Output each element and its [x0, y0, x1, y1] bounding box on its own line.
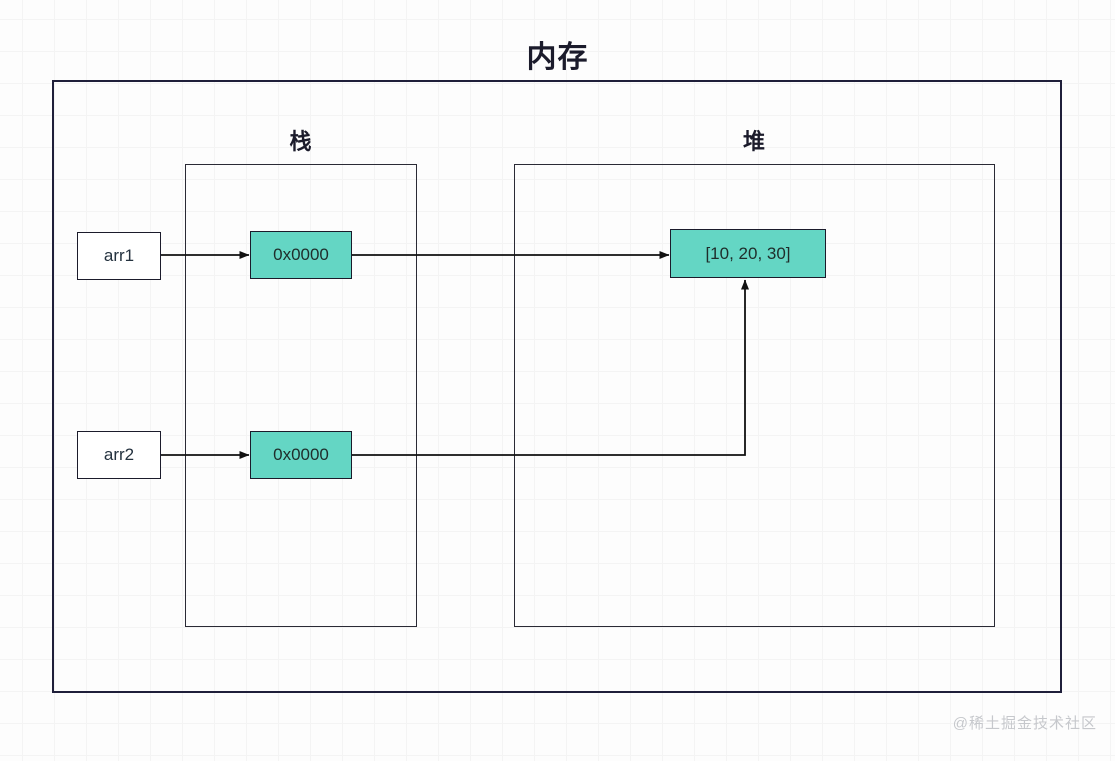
pointer-value-arr1: 0x0000	[273, 245, 329, 264]
heap-object-value: [10, 20, 30]	[705, 243, 791, 263]
variable-box-arr1[interactable]: arr1	[77, 232, 161, 280]
heap-object-box[interactable]: [10, 20, 30]	[670, 229, 826, 278]
memory-frame	[52, 80, 1062, 693]
heap-section-label: 堆	[742, 129, 766, 154]
pointer-box-arr1[interactable]: 0x0000	[250, 231, 352, 279]
pointer-value-arr2: 0x0000	[273, 445, 329, 464]
variable-label-arr2: arr2	[103, 445, 135, 464]
variable-label-arr1: arr1	[103, 246, 135, 265]
watermark: @稀土掘金技术社区	[952, 715, 1097, 732]
stack-section-label: 栈	[289, 129, 313, 154]
pointer-box-arr2[interactable]: 0x0000	[250, 431, 352, 479]
variable-box-arr2[interactable]: arr2	[77, 431, 161, 479]
page-title: 内存	[526, 41, 589, 74]
